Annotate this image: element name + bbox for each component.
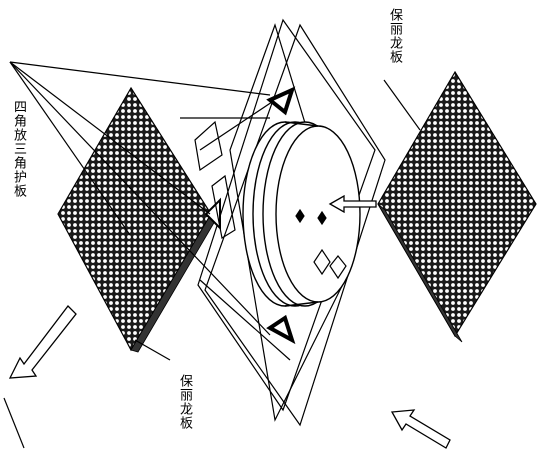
corner-guard-label: 四角放三角护板 (12, 100, 25, 198)
foam-board-label-bottom: 保丽龙板 (178, 374, 191, 430)
right-foam-board (378, 72, 536, 342)
left-foam-board (58, 88, 218, 352)
foam-board-label-top: 保丽龙板 (388, 8, 401, 64)
bottom-right-arrow (392, 410, 450, 448)
lower-left-arrow (10, 306, 76, 378)
edge-line (4, 398, 24, 448)
